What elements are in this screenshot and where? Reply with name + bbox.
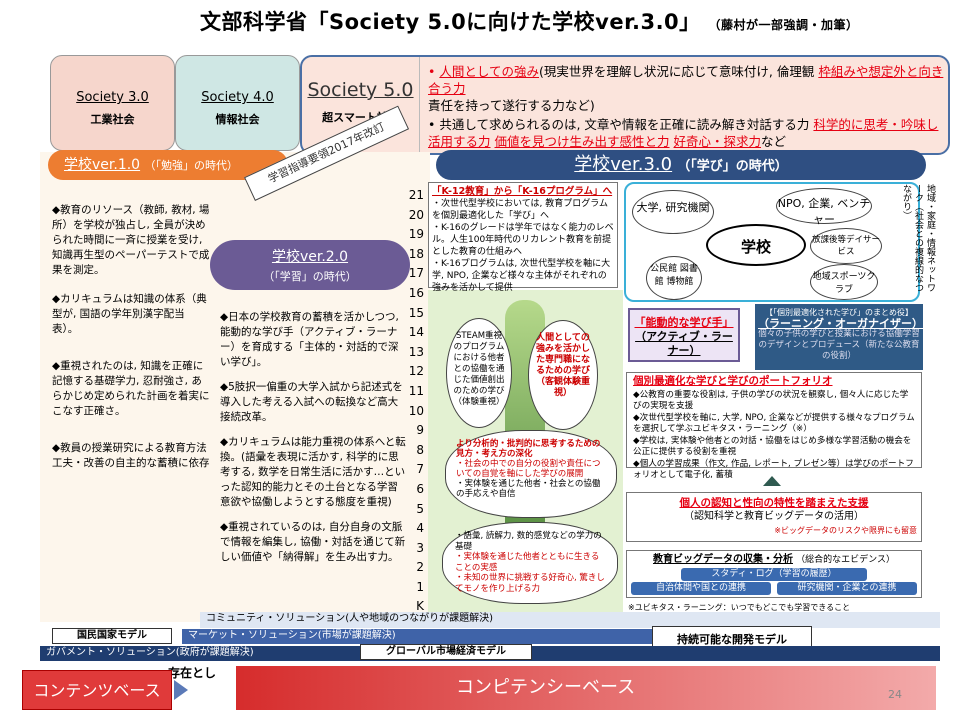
era-name: Society 3.0 bbox=[76, 90, 149, 105]
ver3-banner: 学校ver.3.0 （「学び」の時代） bbox=[436, 150, 926, 180]
era-society-3: Society 3.0 工業社会 bbox=[50, 55, 175, 151]
title-note: （藤村が一部強調・加筆） bbox=[708, 18, 859, 32]
ver1-column: ◆教育のリソース（教師, 教材, 場所）を学校が独占し, 全員が決められた時間に… bbox=[52, 203, 210, 471]
grade-number: 10 bbox=[408, 403, 424, 418]
grade-number: 12 bbox=[408, 364, 424, 379]
network-node-school: 学校 bbox=[706, 224, 806, 266]
community-bar: コミュニティ・ソリューション(人や地域のつながりが課題解決) bbox=[200, 612, 940, 628]
ver1-item: ◆重視されたのは, 知識を正確に記憶する基礎学力, 忍耐強さ, あらかじめ定めら… bbox=[52, 360, 210, 417]
grade-number: 15 bbox=[408, 305, 424, 320]
grade-number: 2 bbox=[416, 560, 424, 575]
ver2-banner: 学校ver.2.0 （「学習」の時代） bbox=[210, 240, 410, 290]
ubiquitous-note: ※ユビキタス・ラーニング：いつでもどこでも学習できること bbox=[628, 603, 851, 612]
up-arrow bbox=[763, 476, 781, 486]
nation-label: 国民国家モデル bbox=[52, 628, 172, 644]
grade-number: 4 bbox=[416, 521, 424, 536]
global-label: グローバル市場経済モデル bbox=[360, 644, 532, 660]
society5-bullets: • 人間としての強み(現実世界を理解し状況に応じて意味付け, 倫理観 枠組みや想… bbox=[428, 63, 946, 150]
ver1-item: ◆教育のリソース（教師, 教材, 場所）を学校が独占し, 全員が決められた時間に… bbox=[52, 204, 210, 276]
grade-number: 7 bbox=[416, 462, 424, 477]
ver2-item: ◆5肢択一偏重の大学入試から記述式を導入した考える入試への転換など高大接続改革。 bbox=[220, 381, 403, 423]
base-oval: ・語彙, 読解力, 数的感覚などの学力の基礎 ・実体験を通じた他者とともに生きる… bbox=[442, 522, 618, 604]
grade-number: 18 bbox=[408, 246, 424, 261]
grade-number: 1 bbox=[416, 579, 424, 594]
k16-line: ・次世代型学校においては, 教育プログラムを個別最適化した「学び」へ bbox=[432, 199, 609, 221]
human-oval: 人間としての強みを活かした専門職になるための学び（客観体験重視） bbox=[528, 320, 598, 430]
ver2-item: ◆日本の学校教育の蓄積を活かしつつ, 能動的な学び手（アクティブ・ラーナー）を育… bbox=[220, 311, 399, 368]
ver2-sub: （「学習」の時代） bbox=[263, 270, 357, 283]
ver2-item: ◆カリキュラムは能力重視の体系へと転換。(語彙を表現に活かす, 科学的に思考する… bbox=[220, 436, 406, 508]
grade-number: 9 bbox=[416, 423, 424, 438]
analysis-oval: より分析的・批判的に思考するための見方・考え方の深化 ・社会の中での自分の役割や… bbox=[445, 430, 617, 518]
grade-number: 6 bbox=[416, 481, 424, 496]
title-main: 文部科学省「Society 5.0に向けた学校ver.3.0」 bbox=[200, 10, 701, 34]
grade-number: 8 bbox=[416, 442, 424, 457]
page-number: 24 bbox=[888, 688, 902, 701]
steam-oval: STEAM重視のプログラムにおける他者との協働を通じた価値創出のための学び（体験… bbox=[446, 318, 512, 428]
content-base: コンテンツベース bbox=[22, 670, 172, 710]
ver1-item: ◆教員の授業研究による教育方法工夫・改善の自主的な蓄積に依存 bbox=[52, 442, 210, 469]
grade-number: 21 bbox=[408, 188, 424, 202]
k16-head: 「K-12教育」から「K-16プログラム」へ bbox=[432, 186, 613, 197]
bigdata-box: 教育ビッグデータの収集・分析 （総合的なエビデンス） スタディ・ログ（学習の履歴… bbox=[626, 550, 922, 598]
grade-number: 11 bbox=[408, 383, 424, 398]
ver1-item: ◆カリキュラムは知識の体系（典型が, 国語の学年別漢字配当表）。 bbox=[52, 293, 207, 335]
grade-number: K bbox=[416, 599, 424, 614]
ver2-item: ◆重視されているのは, 自分自身の文脈で情報を編集し, 協働・対話を通じて新しい… bbox=[220, 521, 406, 563]
active-learner-box: 「能動的な学び手」 （アクティブ・ラーナー） bbox=[628, 308, 740, 362]
grade-number: 17 bbox=[408, 266, 424, 281]
grade-number: 3 bbox=[416, 540, 424, 555]
ver2-column: ◆日本の学校教育の蓄積を活かしつつ, 能動的な学び手（アクティブ・ラーナー）を育… bbox=[220, 310, 406, 565]
grade-number: 5 bbox=[416, 501, 424, 516]
ver3-sub: （「学び」の時代） bbox=[677, 159, 788, 174]
page-title: 文部科学省「Society 5.0に向けた学校ver.3.0」 （藤村が一部強調… bbox=[200, 6, 858, 36]
ver3-title: 学校ver.3.0 bbox=[574, 154, 673, 175]
grade-number: 16 bbox=[408, 285, 424, 300]
bullet-2: • 共通して求められるのは, 文章や情報を正確に読み解き対話する力 科学的に思考… bbox=[428, 117, 939, 149]
portfolio-box: 個別最適化な学びと学びのポートフォリオ ◆公教育の重要な役割は, 子供の学びの状… bbox=[626, 372, 922, 480]
grade-number: 13 bbox=[408, 344, 424, 359]
society-bar: Society 3.0 工業社会 Society 4.0 情報社会 bbox=[50, 55, 300, 151]
grade-number: 20 bbox=[408, 207, 424, 222]
organizer-box: 【「個別最適化された学び」のまとめ役】 （ラーニング・オーガナイザー） 個々の子… bbox=[755, 304, 923, 370]
network-node-npo: NPO, 企業, ベンチャー bbox=[776, 188, 872, 226]
network-node-university: 大学, 研究機関 bbox=[632, 190, 714, 234]
era-sub: 工業社会 bbox=[90, 113, 135, 126]
left-column-bg bbox=[40, 152, 430, 622]
arrow-right bbox=[174, 680, 188, 700]
network-box: 大学, 研究機関 NPO, 企業, ベンチャー 学校 放課後等デイサービス 公民… bbox=[624, 182, 920, 302]
grade-number: 14 bbox=[408, 325, 424, 340]
partial-label: 存在とし bbox=[168, 666, 217, 680]
bullet-1: • 人間としての強み(現実世界を理解し状況に応じて意味付け, 倫理観 枠組みや想… bbox=[428, 64, 944, 113]
era-society-4: Society 4.0 情報社会 bbox=[175, 55, 300, 151]
network-node-dayservice: 放課後等デイサービス bbox=[810, 228, 882, 264]
k16-line: ・K-16プログラムは, 次世代型学校を軸に大学, NPO, 企業など様々な主体… bbox=[432, 259, 611, 293]
network-node-community: 公民館 図書館 博物館 bbox=[646, 256, 702, 300]
era-sub: 情報社会 bbox=[215, 113, 260, 126]
ver2-title: 学校ver.2.0 bbox=[271, 249, 349, 265]
network-side-label: 地域・家庭・情報ネットワーク（社会との複線的なつながり） bbox=[901, 184, 935, 292]
market-bar: マーケット・ソリューション(市場が課題解決) bbox=[182, 629, 702, 644]
era-name: Society 4.0 bbox=[201, 90, 274, 105]
grade-number: 19 bbox=[408, 227, 424, 242]
ver1-title: 学校ver.1.0 bbox=[64, 157, 141, 173]
k16-box: 「K-12教育」から「K-16プログラム」へ ・次世代型学校においては, 教育プ… bbox=[428, 182, 618, 293]
k16-line: ・K-16のグレードは学年ではなく能力のレベル。人生100年時代のリカレント教育… bbox=[432, 223, 614, 257]
era-name: Society 5.0 bbox=[307, 79, 414, 101]
support-box: 個人の認知と性向の特性を踏まえた支援 （認知科学と教育ビッグデータの活用） ※ビ… bbox=[626, 492, 922, 542]
network-node-sports: 地域スポーツクラブ bbox=[810, 264, 878, 300]
ver1-sub: （「勉強」の時代） bbox=[144, 159, 239, 172]
era-society-5: Society 5.0 超スマート社会 • 人間としての強み(現実世界を理解し状… bbox=[300, 55, 950, 155]
competency-base: コンピテンシーベース bbox=[236, 666, 936, 710]
